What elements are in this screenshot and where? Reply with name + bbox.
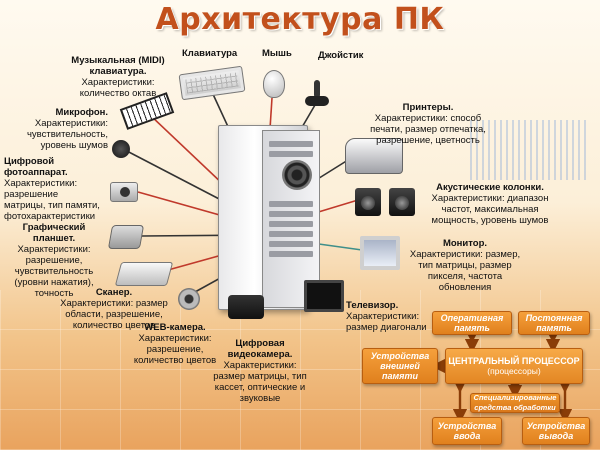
cpu-box: ЦЕНТРАЛЬНЫЙ ПРОЦЕССОР (процессоры) (445, 348, 583, 384)
label-speakers-title: Акустические колонки. (436, 182, 544, 193)
label-tv: Телевизор. Характеристики: размер диагон… (346, 300, 434, 333)
pc-case-side (262, 130, 320, 308)
label-scanner: Сканер. Характеристики: размер области, … (58, 287, 170, 331)
label-printer-title: Принтеры. (402, 102, 454, 113)
microphone-icon (112, 140, 130, 158)
cpu-subtitle: (процессоры) (487, 366, 541, 376)
webcam-icon (178, 288, 200, 310)
label-joystick: Джойстик (318, 50, 364, 61)
label-camera-title: Цифровой фотоаппарат. (4, 156, 68, 178)
label-monitor-title: Монитор. (442, 238, 488, 249)
label-microphone-desc: Характеристики: чувствительность, уровен… (26, 118, 108, 151)
label-midi: Музыкальная (MIDI) клавиатура. Характери… (58, 55, 178, 99)
mouse-icon (263, 70, 285, 98)
page-title: Архитектура ПК (155, 2, 445, 37)
label-midi-title: Музыкальная (MIDI) клавиатура. (71, 55, 165, 77)
printer-icon (345, 138, 403, 174)
label-webcam: WEB-камера. Характеристики: разрешение, … (130, 322, 220, 366)
rom-box: Постоянная память (518, 311, 590, 335)
label-tv-title: Телевизор. (346, 300, 399, 311)
label-printer-desc: Характеристики: способ печати, размер от… (370, 113, 486, 146)
tv-icon (304, 280, 344, 312)
label-speakers-desc: Характеристики: диапазон частот, максима… (431, 193, 549, 226)
label-scanner-title: Сканер. (95, 287, 133, 298)
label-tv-desc: Характеристики: размер диагонали (346, 311, 427, 333)
ram-box: Оперативная память (432, 311, 512, 335)
external-memory-box: Устройства внешней памяти (362, 348, 438, 384)
input-devices-box: Устройства ввода (432, 417, 502, 445)
label-videocam-title: Цифровая видеокамера. (227, 338, 293, 360)
label-tablet-desc: Характеристики: разрешение, чувствительн… (14, 244, 94, 299)
special-processing-box: Специализированные средства обработки (470, 393, 560, 413)
binary-pattern (470, 120, 590, 180)
label-keyboard: Клавиатура (182, 48, 238, 59)
label-videocam-desc: Характеристики: размер матрицы, тип касс… (213, 360, 307, 404)
label-tablet: Графический планшет. Характеристики: раз… (2, 222, 106, 299)
label-microphone: Микрофон. Характеристики: чувствительнос… (10, 107, 108, 151)
joystick-icon (305, 80, 329, 106)
label-printer: Принтеры. Характеристики: способ печати,… (358, 102, 498, 146)
label-scanner-desc: Характеристики: размер области, разрешен… (60, 298, 168, 331)
label-monitor: Монитор. Характеристики: размер, тип мат… (402, 238, 528, 293)
label-speakers: Акустические колонки. Характеристики: ди… (420, 182, 560, 226)
label-mouse: Мышь (262, 48, 292, 59)
speakers-icon (355, 188, 417, 216)
label-midi-desc: Характеристики: количество октав (79, 77, 157, 99)
monitor-icon (360, 236, 400, 270)
camera-icon (110, 182, 138, 202)
label-tablet-title: Графический планшет. (22, 222, 86, 244)
cpu-title: ЦЕНТРАЛЬНЫЙ ПРОЦЕССОР (448, 356, 580, 366)
label-microphone-title: Микрофон. (55, 107, 108, 118)
fan-icon (282, 160, 312, 190)
label-camera-desc: Характеристики: разрешение матрицы, тип … (4, 178, 100, 222)
label-webcam-desc: Характеристики: разрешение, количество ц… (133, 333, 217, 366)
label-videocam: Цифровая видеокамера. Характеристики: ра… (212, 338, 308, 404)
label-camera: Цифровой фотоаппарат. Характеристики: ра… (4, 156, 102, 222)
label-webcam-title: WEB-камера. (144, 322, 206, 333)
label-monitor-desc: Характеристики: размер, тип матрицы, раз… (409, 249, 521, 293)
output-devices-box: Устройства вывода (522, 417, 590, 445)
videocam-icon (228, 295, 264, 319)
